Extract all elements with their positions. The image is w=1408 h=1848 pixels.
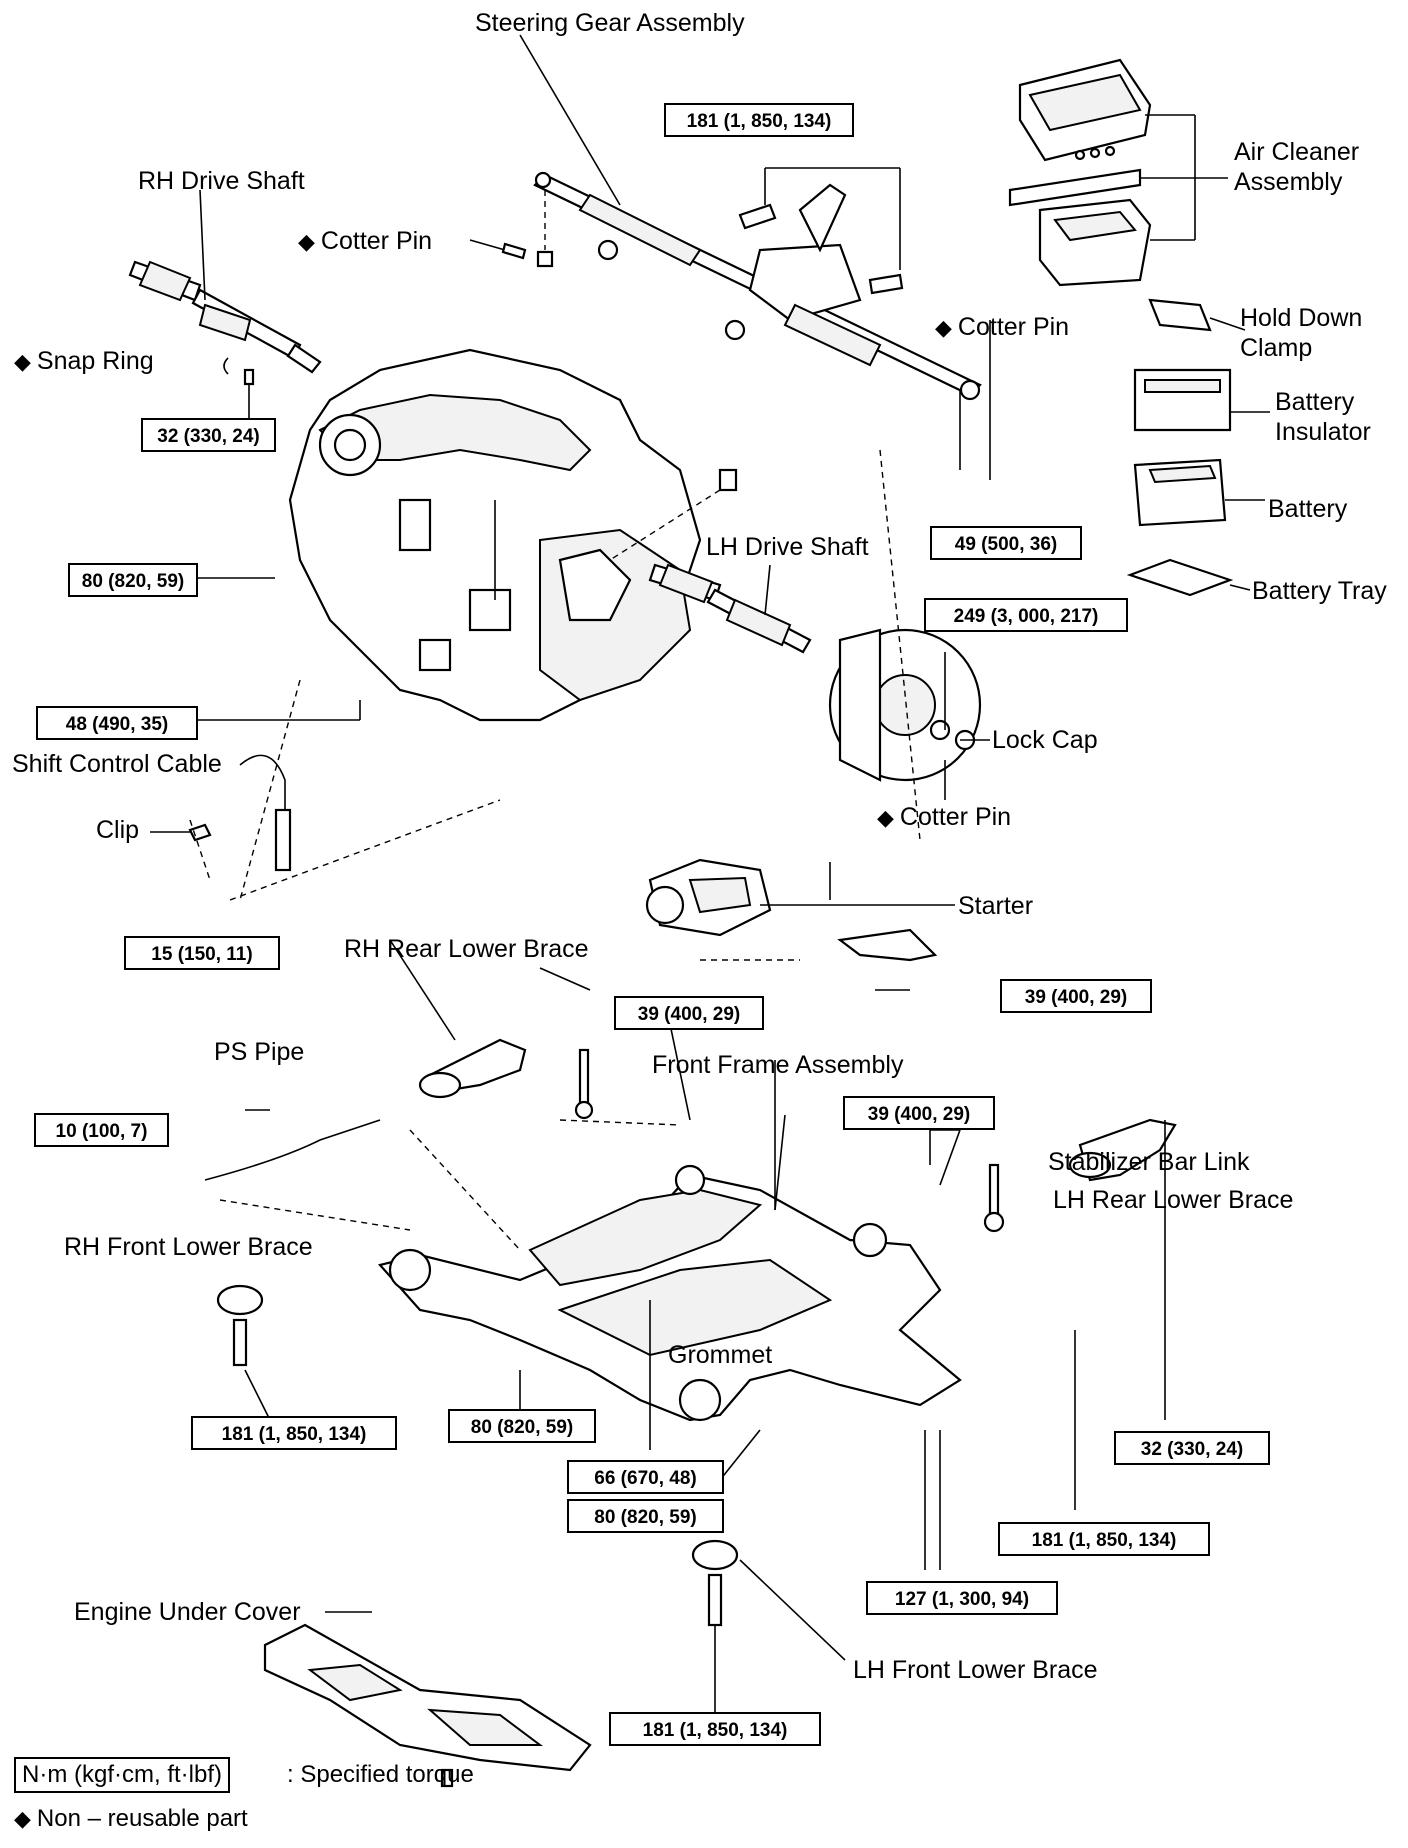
lh-rear-lower-brace-label: LH Rear Lower Brace [1053,1186,1294,1214]
diamond-icon: ◆ [298,229,315,254]
front-frame-drawing [377,1060,962,1422]
braces-drawing [216,1038,1177,1627]
stabilizer-bar-link-label: Stabilizer Bar Link [1048,1148,1250,1176]
torque-cable-nut: 15 (150, 11) [124,936,280,970]
leader-lines [189,320,1166,1720]
torque-steering-gear: 181 (1, 850, 134) [664,103,854,137]
torque-axle-nut: 249 (3, 000, 217) [924,598,1128,632]
grommet-label: Grommet [668,1341,773,1369]
torque-frame-center: 66 (670, 48) [567,1460,724,1494]
rh-drive-shaft-drawing [128,189,322,425]
lock-cap-label: Lock Cap [992,726,1098,754]
legend-unit-box: N·m (kgf·cm, ft·lbf) [14,1757,230,1793]
torque-frame-bolt: 80 (820, 59) [448,1409,596,1443]
shift-cable-drawing [150,754,292,872]
air-cleaner-drawing [1008,58,1228,287]
legend-nonreusable: ◆Non – reusable part [14,1805,248,1832]
steering-gear-assembly-label: Steering Gear Assembly [475,9,745,37]
cotter-pin-lower-label: ◆Cotter Pin [877,803,1012,831]
engine-under-cover-label: Engine Under Cover [74,1598,301,1626]
hold-down-clamp-label: Hold Down Clamp [1240,304,1363,362]
legend-unit-description: : Specified torque [287,1761,474,1788]
ps-pipe-label: PS Pipe [214,1038,305,1066]
starter-drawing [645,858,955,962]
engine-drawing [288,348,738,722]
shift-control-cable-label: Shift Control Cable [12,750,222,778]
torque-rh-front-brace: 181 (1, 850, 134) [191,1416,397,1450]
starter-label: Starter [958,892,1034,920]
clip-label: Clip [96,816,140,844]
battery-group-drawing [1126,298,1270,597]
lh-front-lower-brace-label: LH Front Lower Brace [853,1656,1098,1684]
lh-drive-shaft-drawing [648,563,982,782]
torque-transaxle-bolt: 48 (490, 35) [36,706,198,740]
torque-engine-mount: 80 (820, 59) [68,563,198,597]
rh-drive-shaft-label: RH Drive Shaft [138,167,305,195]
rh-front-lower-brace-label: RH Front Lower Brace [64,1233,313,1261]
battery-tray-label: Battery Tray [1252,577,1387,605]
lh-drive-shaft-label: LH Drive Shaft [706,533,869,561]
snap-ring-label: ◆Snap Ring [14,347,154,375]
torque-ps-pipe: 10 (100, 7) [34,1113,169,1147]
diamond-icon: ◆ [935,315,952,340]
torque-lh-rear-brace: 32 (330, 24) [1114,1431,1270,1465]
rh-rear-lower-brace-label: RH Rear Lower Brace [344,935,589,963]
front-frame-assembly-label: Front Frame Assembly [652,1051,904,1079]
air-cleaner-assembly-label: Air Cleaner Assembly [1234,138,1360,196]
cotter-pin-right-label: ◆Cotter Pin [935,313,1070,341]
torque-lh-front-brace: 181 (1, 850, 134) [609,1712,821,1746]
torque-snap-ring-bolt: 32 (330, 24) [141,418,276,452]
ps-pipe-drawing [204,1048,1005,1233]
torque-tie-rod-nut: 49 (500, 36) [930,526,1082,560]
torque-frame-rear: 80 (820, 59) [567,1499,724,1533]
torque-starter-bolt: 39 (400, 29) [614,996,764,1030]
torque-lh-rear-brace-bolt: 181 (1, 850, 134) [998,1522,1210,1556]
diamond-icon: ◆ [14,1806,31,1831]
battery-insulator-label: Battery Insulator [1275,388,1371,446]
engine-under-cover-drawing [263,1611,592,1788]
battery-label: Battery [1268,495,1348,523]
cotter-pin-top-label: ◆Cotter Pin [298,227,433,255]
torque-stabilizer-link: 39 (400, 29) [843,1096,995,1130]
diamond-icon: ◆ [14,349,31,374]
torque-frame-lh: 127 (1, 300, 94) [866,1581,1058,1615]
steering-gear-drawing [469,34,982,401]
torque-starter-bracket: 39 (400, 29) [1000,979,1152,1013]
diamond-icon: ◆ [877,805,894,830]
